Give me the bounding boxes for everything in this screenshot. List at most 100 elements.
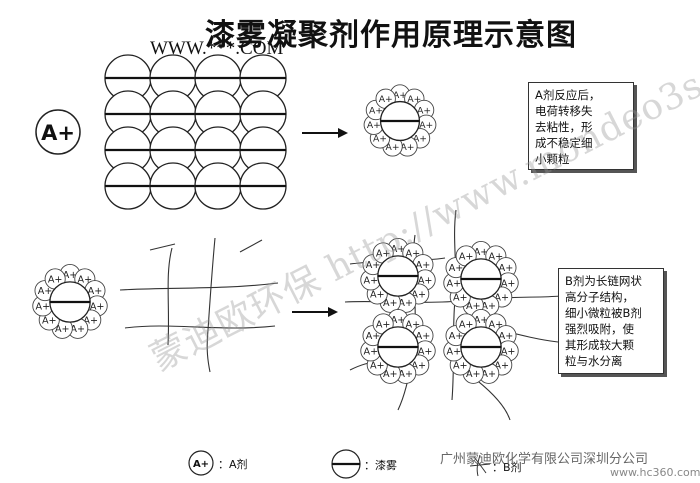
a-plus-ion-label: A+	[48, 274, 63, 285]
arrow-right-icon	[292, 307, 338, 317]
a-plus-symbol: A+	[35, 109, 81, 155]
a-plus-ion-label: A+	[494, 360, 509, 371]
legend-paint-label: ：漆雾	[364, 459, 397, 472]
a-plus-ion-label: A+	[453, 292, 468, 303]
a-plus-ion-label: A+	[501, 278, 516, 289]
paint-floc: A+A+A+A+A+A+A+A+A+A+A+	[443, 241, 519, 316]
a-plus-ion-label: A+	[391, 315, 406, 326]
company-footer: 广州蒙迪欧化学有限公司深圳分公司	[440, 452, 649, 467]
a-plus-ion-label: A+	[379, 94, 393, 105]
a-plus-ion-label: A+	[42, 315, 57, 326]
note-line: A剂反应后，	[535, 88, 601, 102]
a-plus-ion-label: A+	[63, 270, 78, 281]
a-plus-ion-label: A+	[36, 301, 51, 312]
a-plus-ion-label: A+	[391, 244, 406, 255]
a-plus-ion-label: A+	[366, 260, 381, 271]
paint-particle	[379, 100, 421, 142]
svg-text:A+: A+	[193, 459, 209, 470]
a-plus-ion-label: A+	[386, 142, 400, 153]
a-plus-ion-label: A+	[419, 120, 433, 131]
a-plus-ion-label: A+	[416, 260, 431, 271]
a-plus-ion-label: A+	[466, 369, 481, 380]
a-plus-ion-label: A+	[376, 248, 391, 259]
paint-particle	[377, 326, 419, 368]
note-line: 细小微粒被B剂	[565, 306, 642, 320]
a-plus-ion-label: A+	[499, 263, 514, 274]
a-plus-ion-label: A+	[407, 94, 421, 105]
a-plus-ion-label: A+	[78, 274, 93, 285]
paint-particle	[149, 162, 197, 210]
a-plus-ion-label: A+	[489, 251, 504, 262]
legend-b-symbol-icon	[469, 454, 491, 477]
a-plus-ion-label: A+	[369, 105, 383, 116]
a-plus-ion-label: A+	[474, 247, 489, 258]
a-plus-ion-label: A+	[364, 346, 379, 357]
a-plus-ion-label: A+	[417, 105, 431, 116]
note-line: 成不稳定细	[535, 136, 593, 150]
note-line: 强烈吸附，使	[565, 322, 634, 336]
a-plus-ion-label: A+	[88, 286, 103, 297]
note-line: 高分子结构，	[565, 290, 634, 304]
a-plus-ion-label: A+	[376, 319, 391, 330]
b-agent-polymer-network	[119, 237, 279, 373]
arrow-right-icon	[302, 128, 348, 138]
paint-floc: A+A+A+A+A+A+A+A+A+A+A+	[360, 309, 436, 384]
paint-particle	[377, 255, 419, 297]
a-plus-ion-label: A+	[459, 251, 474, 262]
a-plus-ion-label: A+	[481, 301, 496, 312]
a-plus-ion-label: A+	[447, 346, 462, 357]
a-plus-ion-label: A+	[55, 324, 70, 335]
a-plus-ion-label: A+	[418, 275, 433, 286]
page-title: 漆雾凝聚剂作用原理示意图	[205, 18, 577, 53]
a-plus-ion-label: A+	[400, 142, 414, 153]
site-url: WWW.***.COM	[150, 38, 284, 59]
paint-floc: A+A+A+A+A+A+A+A+A+A+A+	[363, 84, 437, 157]
a-plus-ion-label: A+	[373, 134, 387, 145]
a-plus-ion-label: A+	[481, 369, 496, 380]
a-plus-ion-label: A+	[449, 263, 464, 274]
a-plus-ion-label: A+	[418, 346, 433, 357]
a-plus-ion-label: A+	[406, 248, 421, 259]
a-plus-ion-label: A+	[501, 346, 516, 357]
a-plus-ion-label: A+	[489, 319, 504, 330]
paint-particle	[239, 162, 287, 210]
note-line: 电荷转移失	[535, 104, 593, 118]
legend-b-label: ：B剂	[492, 461, 522, 474]
a-plus-ion-label: A+	[370, 360, 385, 371]
a-plus-ion-label: A+	[70, 324, 85, 335]
paint-particle-grid	[104, 54, 287, 210]
paint-floc: A+A+A+A+A+A+A+A+A+A+A+	[443, 309, 519, 384]
a-plus-ion-label: A+	[416, 331, 431, 342]
a-plus-ion-label: A+	[38, 286, 53, 297]
source-domain: www.hc360.com	[610, 466, 700, 479]
note-line: 其形成较大颗	[565, 338, 634, 352]
a-plus-ion-label: A+	[364, 275, 379, 286]
a-plus-ion-label: A+	[366, 331, 381, 342]
a-plus-ion-label: A+	[370, 289, 385, 300]
a-plus-ion-label: A+	[411, 289, 426, 300]
a-plus-ion-label: A+	[466, 301, 481, 312]
note-line: B剂为长链网状	[565, 274, 642, 288]
a-plus-ion-label: A+	[367, 120, 381, 131]
note-line: 小颗粒	[535, 152, 570, 166]
a-plus-ion-label: A+	[411, 360, 426, 371]
a-plus-ion-label: A+	[406, 319, 421, 330]
legend-a-symbol-icon: A+	[188, 450, 214, 476]
a-plus-ion-label: A+	[90, 301, 105, 312]
a-plus-ion-label: A+	[383, 298, 398, 309]
paint-particle	[460, 258, 502, 300]
a-plus-ion-label: A+	[413, 134, 427, 145]
paint-particle	[49, 281, 91, 323]
a-plus-ion-label: A+	[459, 319, 474, 330]
a-plus-ion-label: A+	[449, 331, 464, 342]
a-plus-ion-label: A+	[83, 315, 98, 326]
paint-floc: A+A+A+A+A+A+A+A+A+A+A+	[32, 264, 108, 339]
note-line: 粒与水分离	[565, 354, 623, 368]
a-plus-ion-label: A+	[398, 298, 413, 309]
a-plus-ion-label: A+	[499, 331, 514, 342]
note-line: 去粘性，形	[535, 120, 593, 134]
paint-particle	[104, 162, 152, 210]
note-a-agent: A剂反应后， 电荷转移失 去粘性，形 成不稳定细 小颗粒	[528, 82, 634, 170]
a-plus-ion-label: A+	[453, 360, 468, 371]
